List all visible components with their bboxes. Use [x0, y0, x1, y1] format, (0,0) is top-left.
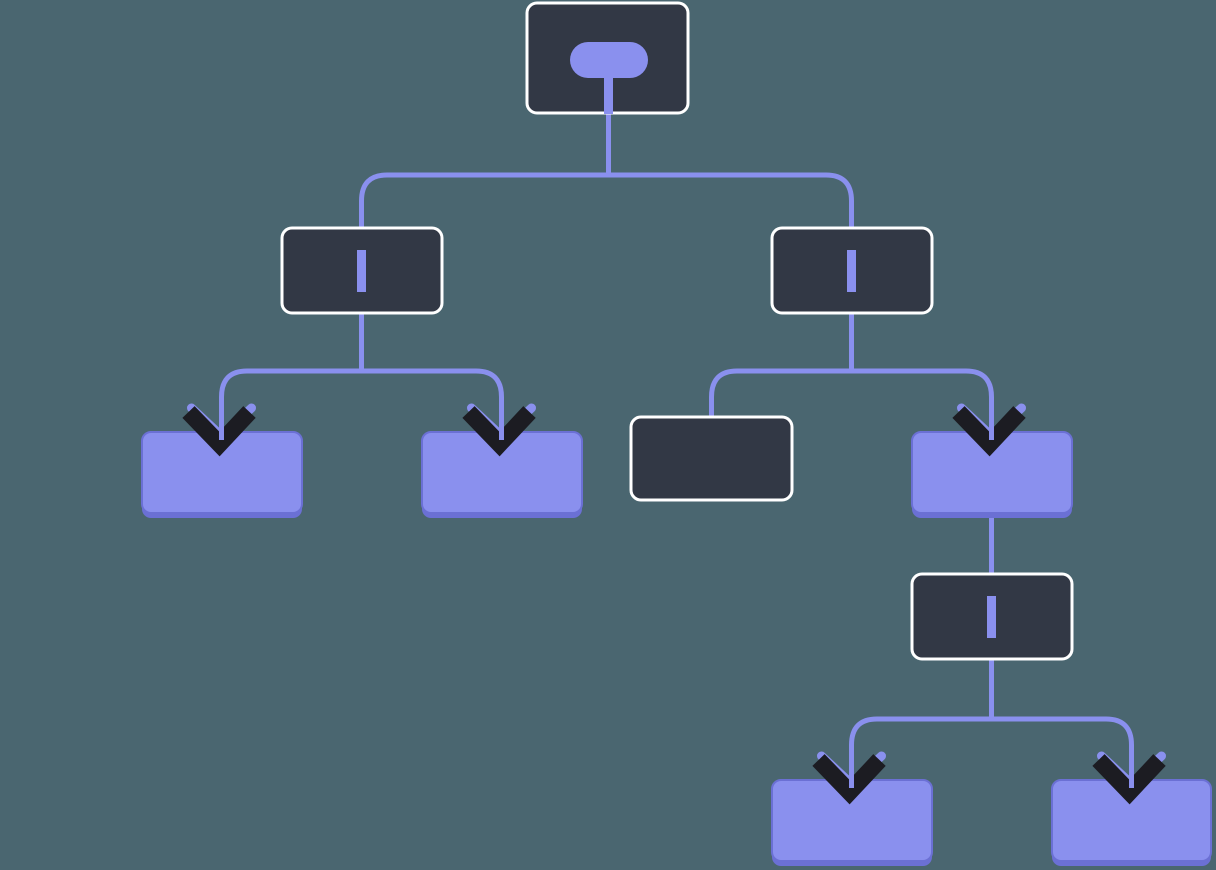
- arrowhead-icon: [1092, 751, 1166, 805]
- arrowheads-layer: [182, 403, 1166, 805]
- arrowhead-icon: [952, 403, 1026, 457]
- arrowhead-icon: [462, 403, 536, 457]
- edge-mid-left-to-leaf-2: [361, 368, 504, 440]
- edge-root-to-mid-right: [608, 172, 854, 228]
- node-leaf-1[interactable]: [141, 431, 303, 518]
- node-dark-leaf[interactable]: [629, 415, 794, 502]
- node-pill-stem: [604, 60, 613, 114]
- node-mid-right[interactable]: [770, 226, 934, 315]
- arrowhead-icon: [182, 403, 256, 457]
- node-sub-leaf-2[interactable]: [1051, 779, 1212, 866]
- node-root[interactable]: [525, 1, 690, 115]
- edge-mid-right-to-branch-node: [851, 368, 994, 440]
- edges-layer: [219, 113, 1134, 788]
- node-body[interactable]: [629, 415, 794, 502]
- node-sub-leaf-1[interactable]: [771, 779, 933, 866]
- arrowhead-dark-chevron: [1092, 754, 1166, 805]
- edge-root-to-mid-left: [359, 172, 609, 228]
- node-branch-node[interactable]: [911, 431, 1073, 518]
- arrowhead-dark-chevron: [462, 406, 536, 457]
- arrowhead-dark-chevron: [182, 406, 256, 457]
- node-inner-connector-line: [987, 596, 996, 638]
- nodes-layer: [141, 1, 1212, 866]
- node-leaf-2[interactable]: [421, 431, 583, 518]
- arrowhead-dark-chevron: [812, 754, 886, 805]
- edge-mid-right-to-dark-leaf: [709, 368, 852, 417]
- node-pill-badge[interactable]: [570, 42, 648, 78]
- edge-mid-left-to-leaf-1: [219, 368, 362, 440]
- node-sub-dark[interactable]: [910, 572, 1074, 661]
- node-inner-connector-line: [847, 250, 856, 292]
- node-mid-left[interactable]: [280, 226, 444, 315]
- edge-sub-dark-to-sub-leaf-2: [991, 716, 1134, 788]
- node-inner-connector-line: [357, 250, 366, 292]
- arrowhead-dark-chevron: [952, 406, 1026, 457]
- edge-sub-dark-to-sub-leaf-1: [849, 716, 992, 788]
- arrowhead-icon: [812, 751, 886, 805]
